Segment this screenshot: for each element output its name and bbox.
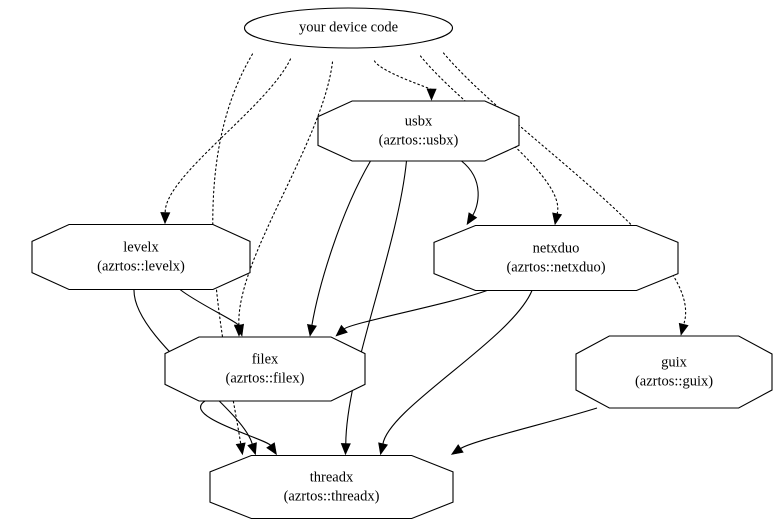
- node-levelx[interactable]: levelx(azrtos::levelx): [31, 223, 251, 291]
- edge-device-to-guix: [442, 52, 687, 326]
- node-label-filex-namespace: (azrtos::filex): [226, 370, 305, 386]
- node-shape-levelx: [31, 223, 251, 291]
- node-usbx[interactable]: usbx(azrtos::usbx): [317, 100, 520, 162]
- node-label-guix-primary: guix: [661, 354, 688, 370]
- arrowhead-usbx-to-threadx: [340, 443, 351, 456]
- node-shape-netxduo: [433, 224, 679, 292]
- node-guix[interactable]: guix(azrtos::guix): [575, 335, 773, 409]
- arrowhead-filex-to-threadx: [266, 442, 277, 456]
- node-label-threadx-primary: threadx: [310, 469, 354, 485]
- edge-guix-to-threadx: [459, 407, 598, 450]
- arrowhead-device-to-levelx: [160, 212, 171, 225]
- node-label-filex-primary: filex: [252, 351, 279, 367]
- node-label-usbx-namespace: (azrtos::usbx): [379, 132, 459, 148]
- node-layer: your device codeusbx(azrtos::usbx)levelx…: [31, 7, 773, 520]
- edge-netxduo-to-threadx: [382, 290, 533, 445]
- edge-filex-to-threadx: [200, 400, 272, 447]
- node-shape-threadx: [209, 454, 454, 520]
- edge-netxduo-to-filex: [343, 289, 488, 330]
- edge-levelx-to-filex: [179, 289, 240, 327]
- node-shape-usbx: [317, 100, 520, 162]
- arrowhead-netxduo-to-filex: [335, 324, 348, 337]
- node-label-threadx-namespace: (azrtos::threadx): [284, 488, 380, 504]
- arrowhead-device-to-guix: [678, 322, 689, 336]
- edge-usbx-to-threadx: [345, 160, 408, 445]
- node-shape-guix: [575, 335, 773, 409]
- node-threadx[interactable]: threadx(azrtos::threadx): [209, 454, 454, 520]
- node-shape-filex: [164, 336, 366, 402]
- arrowhead-usbx-to-filex: [307, 323, 317, 337]
- node-label-netxduo-primary: netxduo: [533, 240, 580, 256]
- arrowhead-levelx-to-threadx: [247, 442, 257, 456]
- node-label-usbx-primary: usbx: [405, 113, 433, 129]
- arrowhead-device-to-usbx: [426, 88, 437, 101]
- edge-layer: [133, 52, 689, 456]
- node-label-guix-namespace: (azrtos::guix): [635, 373, 713, 389]
- edge-usbx-to-netxduo: [461, 160, 479, 217]
- node-label-netxduo-namespace: (azrtos::netxduo): [506, 259, 605, 275]
- node-filex[interactable]: filex(azrtos::filex): [164, 336, 366, 402]
- node-netxduo[interactable]: netxduo(azrtos::netxduo): [433, 224, 679, 292]
- edge-usbx-to-filex: [311, 160, 371, 327]
- arrowhead-device-to-threadx: [235, 442, 246, 456]
- node-label-levelx-namespace: (azrtos::levelx): [97, 258, 185, 274]
- node-shape-device: [243, 7, 454, 49]
- edge-device-to-filex: [238, 61, 334, 327]
- node-label-device-primary: your device code: [299, 19, 398, 35]
- arrowhead-usbx-to-netxduo: [466, 212, 478, 226]
- arrowhead-guix-to-threadx: [450, 444, 464, 455]
- node-device[interactable]: your device code: [243, 7, 454, 49]
- node-label-levelx-primary: levelx: [123, 239, 159, 255]
- edge-device-to-levelx: [164, 58, 292, 214]
- arrowhead-levelx-to-filex: [234, 323, 244, 337]
- arrowhead-device-to-netxduo: [552, 212, 563, 226]
- edge-device-to-usbx: [373, 60, 433, 91]
- arrowhead-netxduo-to-threadx: [378, 442, 388, 456]
